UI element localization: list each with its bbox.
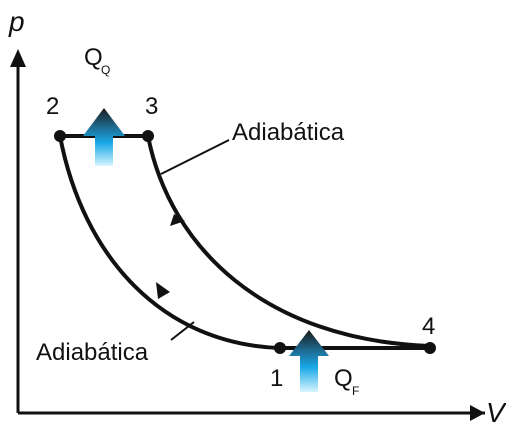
state-point-2 <box>54 130 66 142</box>
state-point-1 <box>274 342 286 354</box>
lower-adiabatic-label: Adiabática <box>36 339 149 366</box>
upper-adiabatic-leader-line <box>160 139 230 175</box>
state-label-2: 2 <box>46 93 59 120</box>
lower-adiabatic-leader-line <box>170 321 195 341</box>
lower-curve-direction-arrow <box>156 282 170 299</box>
cold-heat-label-sub: F <box>352 384 359 398</box>
y-axis-arrowhead <box>10 49 26 67</box>
hot-heat-label-main: Q <box>84 44 103 71</box>
state-point-3 <box>142 130 154 142</box>
x-axis-label: V <box>486 397 506 427</box>
upper-adiabatic-curve <box>146 134 432 348</box>
hot-heat-arrow <box>83 108 125 166</box>
upper-curve-direction-arrow <box>170 214 185 226</box>
y-axis-label: p <box>8 6 25 37</box>
lower-adiabatic-curve <box>58 134 282 350</box>
state-label-3: 3 <box>145 93 158 120</box>
state-label-4: 4 <box>422 313 435 340</box>
upper-adiabatic-label: Adiabática <box>232 119 345 146</box>
state-label-1: 1 <box>270 365 283 392</box>
state-point-4 <box>424 342 436 354</box>
x-axis-arrowhead <box>470 405 485 421</box>
cold-heat-arrow <box>289 330 329 392</box>
hot-heat-label-sub: Q <box>101 63 110 77</box>
cold-heat-label-main: Q <box>334 365 353 392</box>
